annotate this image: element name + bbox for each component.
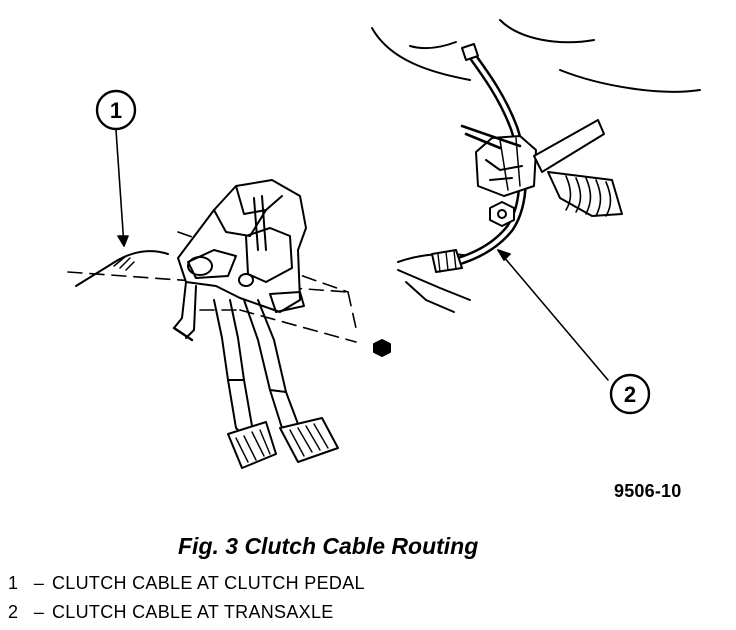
callout-2: 2 xyxy=(609,373,651,415)
legend-item-1-text: CLUTCH CABLE AT CLUTCH PEDAL xyxy=(52,573,365,593)
transaxle-drawing xyxy=(371,19,701,313)
legend-item-1-number: 1 xyxy=(8,573,19,593)
legend-item-2-text: CLUTCH CABLE AT TRANSAXLE xyxy=(52,602,334,622)
figure-reference-code: 9506-10 xyxy=(614,481,682,501)
legend-item-2-number: 2 xyxy=(8,602,19,622)
legend-item-1: 1–CLUTCH CABLE AT CLUTCH PEDAL xyxy=(8,573,365,594)
legend-item-2-separator: – xyxy=(33,602,45,622)
callout-1-number: 1 xyxy=(110,98,122,123)
legend-item-2: 2–CLUTCH CABLE AT TRANSAXLE xyxy=(8,602,334,623)
pedal-assembly-drawing xyxy=(67,179,391,469)
callout-leaders xyxy=(115,129,609,381)
legend-item-1-separator: – xyxy=(33,573,45,593)
callout-2-number: 2 xyxy=(624,382,636,407)
figure-caption: Fig. 3 Clutch Cable Routing xyxy=(178,533,479,559)
callout-1: 1 xyxy=(95,89,137,131)
